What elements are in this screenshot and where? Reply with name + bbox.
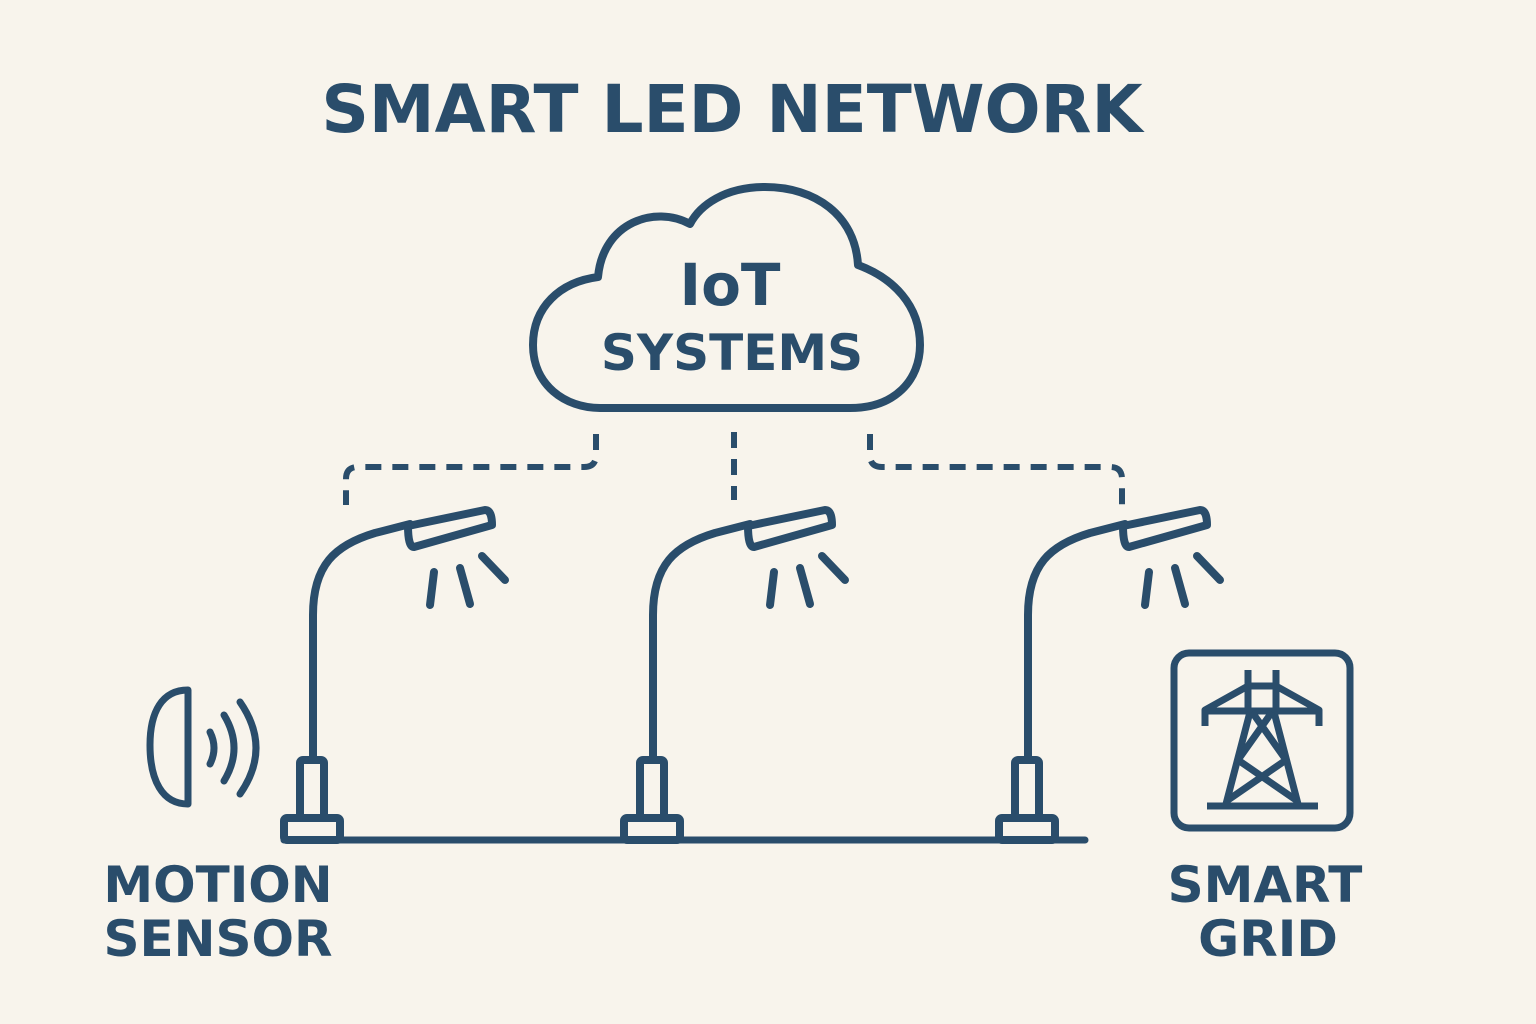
connection-right — [867, 434, 1125, 505]
motion-sensor-icon — [146, 686, 260, 808]
motion-sensor-label-line2: SENSOR — [103, 910, 332, 968]
streetlight-2 — [624, 510, 845, 840]
cloud-icon — [529, 183, 924, 412]
page-title: SMART LED NETWORK — [321, 71, 1145, 148]
power-tower-icon — [1170, 649, 1354, 832]
cloud-label-line2: SYSTEMS — [601, 324, 863, 382]
network-connections — [343, 432, 1125, 505]
streetlight-1 — [284, 510, 505, 840]
smart-grid-label-line1: SMART — [1168, 856, 1363, 914]
streetlight-3 — [999, 510, 1220, 840]
cloud-label-line1: IoT — [680, 251, 781, 319]
smart-grid-label-line2: GRID — [1198, 910, 1338, 968]
connection-left — [343, 434, 599, 505]
motion-sensor-label-line1: MOTION — [103, 856, 332, 914]
